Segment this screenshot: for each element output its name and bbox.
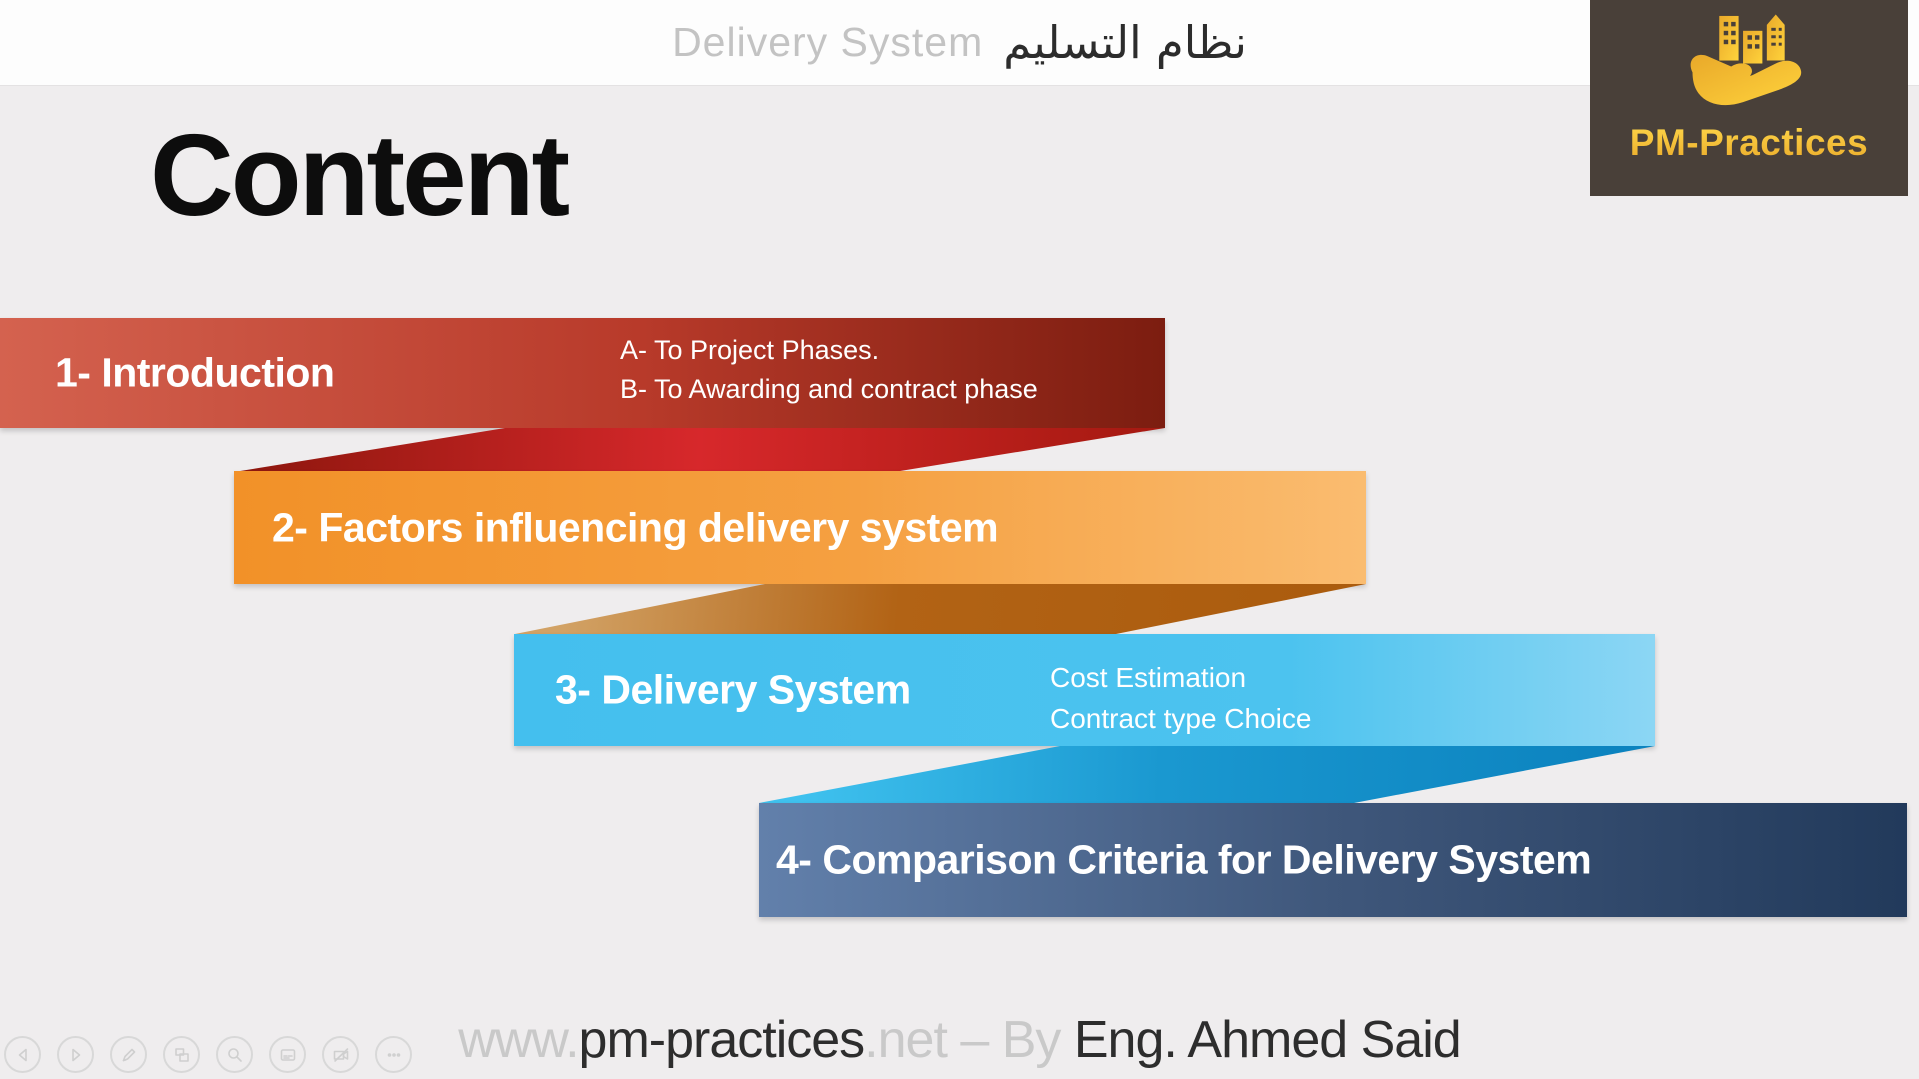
banner-1-note-b: B- To Awarding and contract phase [620,374,1038,405]
pen-icon [122,1048,135,1061]
ribbon-connector-2 [515,584,1366,634]
banner-1-notes: A- To Project Phases. B- To Awarding and… [620,331,1038,409]
slide-tiles-icon [174,1047,189,1062]
magnifier-icon [227,1047,242,1062]
banner-4-label: 4- Comparison Criteria for Delivery Syst… [776,836,1592,883]
camera-off-icon [333,1047,348,1062]
pm-practices-logo: PM-Practices [1590,0,1908,196]
banner-2-label: 2- Factors influencing delivery system [272,504,999,550]
list-item-3-delivery-system: 3- Delivery System Cost Estimation Contr… [514,634,1655,746]
page-title: Content [150,110,570,240]
footer-tld: .net [864,1011,948,1069]
next-icon [71,1048,80,1061]
banner-1-note-a: A- To Project Phases. [620,335,880,365]
banner-3-note-a: Cost Estimation [1050,662,1247,693]
footer-domain: pm-practices [578,1011,866,1069]
list-item-4-comparison-criteria: 4- Comparison Criteria for Delivery Syst… [759,803,1907,917]
captions-icon [280,1048,295,1061]
banner-3-note-b: Contract type Choice [1050,702,1312,734]
list-item-1-introduction: 1- Introduction A- To Project Phases. B-… [0,318,1165,428]
banner-3-label: 3- Delivery System [555,666,911,713]
footer-author: Eng. Ahmed Said [1073,1011,1462,1069]
footer-www: www. [458,1011,579,1069]
header-title-arabic: نظام التسليم [1003,16,1247,69]
captions-button[interactable] [269,1036,306,1073]
ribbon-connector-1 [234,428,1165,472]
logo-wordmark: PM-Practices [1629,122,1869,163]
more-options-button[interactable] [375,1036,412,1073]
pen-tools-button[interactable] [110,1036,147,1073]
list-item-2-factors: 2- Factors influencing delivery system [234,471,1366,584]
footer-separator: – By [946,1011,1074,1069]
zoom-button[interactable] [216,1036,253,1073]
next-slide-button[interactable] [57,1036,94,1073]
footer-credit: www.pm-practices.net – By Eng. Ahmed Sai… [0,1010,1919,1070]
hand-holding-buildings-icon [1690,14,1802,106]
header-title-english: Delivery System [672,19,984,65]
camera-toggle-button[interactable] [322,1036,359,1073]
slideshow-toolbar [4,1036,412,1073]
banner-1-label: 1- Introduction [55,349,335,396]
previous-icon [18,1048,27,1061]
ellipsis-icon [387,1052,400,1057]
ribbon-connector-3 [759,746,1655,803]
banner-3-notes: Cost Estimation Contract type Choice [1050,658,1311,739]
see-all-slides-button[interactable] [163,1036,200,1073]
previous-slide-button[interactable] [4,1036,41,1073]
